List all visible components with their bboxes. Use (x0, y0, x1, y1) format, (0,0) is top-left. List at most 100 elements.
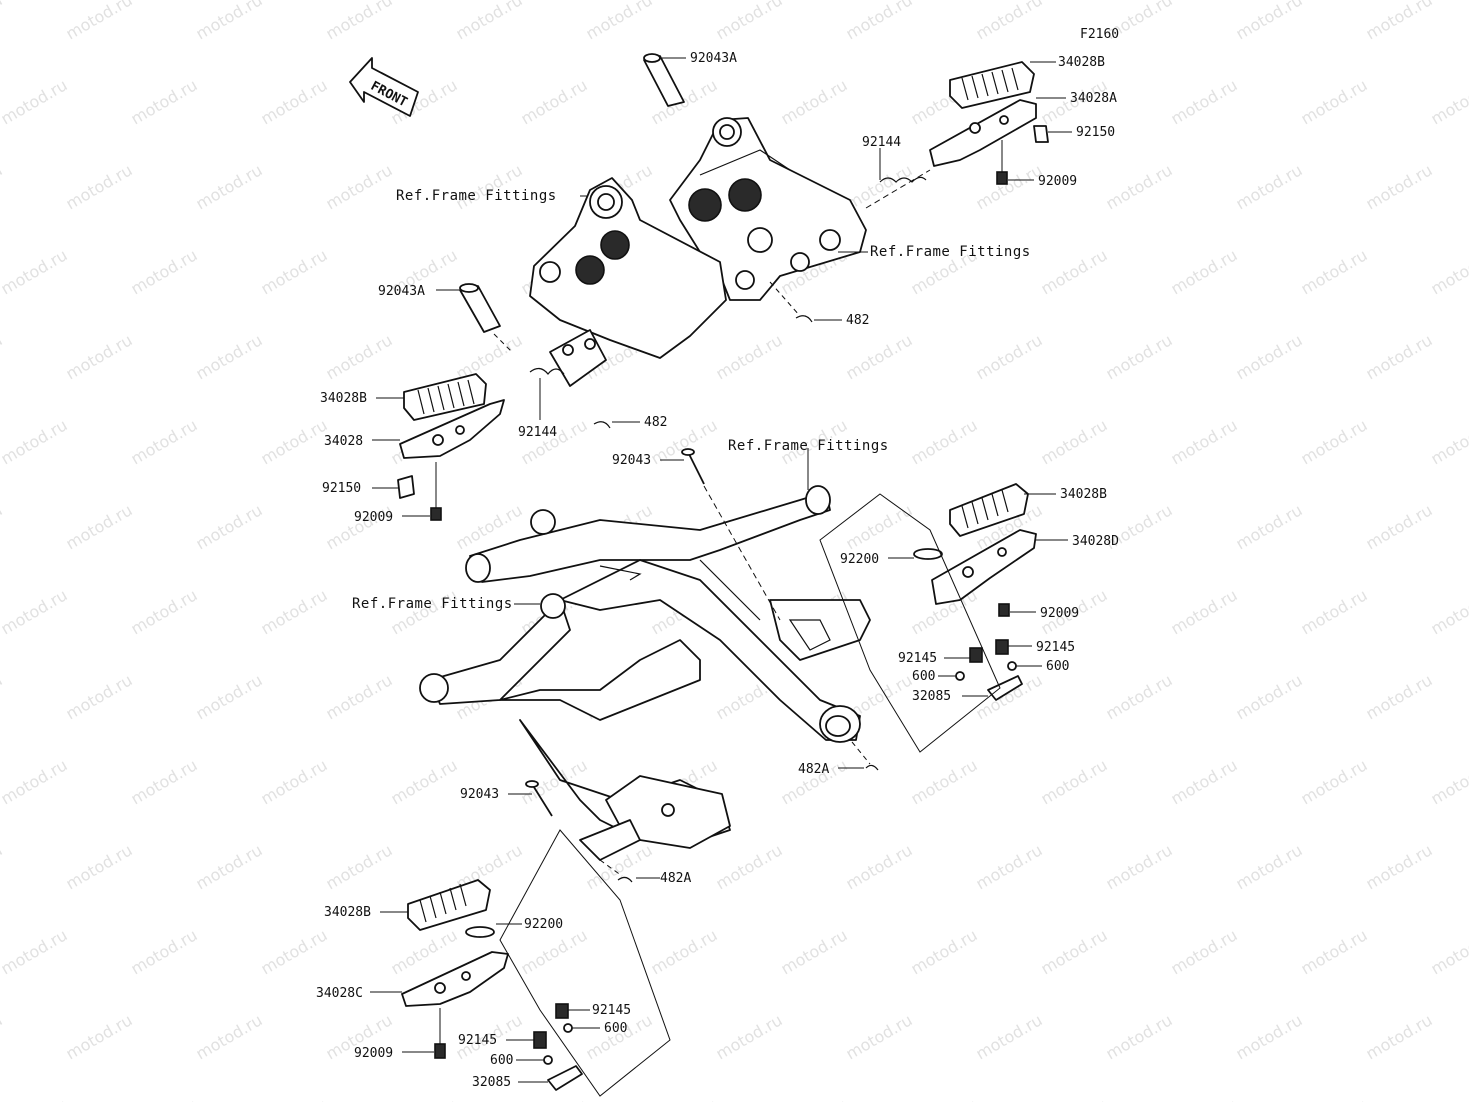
watermark-text: motod.ru (323, 330, 396, 383)
watermark-text: motod.ru (193, 0, 266, 43)
watermark-text: motod.ru (128, 585, 201, 638)
watermark-text: motod.ru (778, 75, 851, 128)
watermark-text: motod.ru (908, 1095, 981, 1102)
callout-32085-right: 32085 (912, 689, 951, 704)
watermark-text: motod.ru (388, 755, 461, 808)
washer-92200-bottom (465, 926, 495, 938)
right-footpeg-bracket (669, 117, 867, 301)
watermark-text: motod.ru (323, 0, 396, 43)
bolt-92043-bottom (525, 780, 553, 817)
footpeg-top-right (929, 99, 1037, 167)
watermark-text: motod.ru (1233, 1010, 1306, 1063)
watermark-text: motod.ru (0, 330, 6, 383)
watermark-text: motod.ru (1233, 840, 1306, 893)
watermark-text: motod.ru (1428, 585, 1469, 638)
circlip-482A-right (865, 764, 879, 771)
watermark-text: motod.ru (1363, 670, 1436, 723)
watermark-text: motod.ru (193, 1010, 266, 1063)
bolt-92009-left (430, 507, 442, 521)
plate-32085-bottom (547, 1065, 583, 1091)
watermark-text: motod.ru (1103, 160, 1176, 213)
watermark-text: motod.ru (0, 585, 71, 638)
callout-92009-right: 92009 (1040, 606, 1079, 621)
pin-92043A-top (643, 53, 685, 107)
watermark-text: motod.ru (0, 415, 71, 468)
watermark-text: motod.ru (128, 755, 201, 808)
watermark-text: motod.ru (388, 925, 461, 978)
footpeg-rubber-left (403, 373, 487, 421)
watermark-text: motod.ru (713, 0, 786, 43)
watermark-text: motod.ru (0, 1095, 71, 1102)
watermark-text: motod.ru (973, 0, 1046, 43)
watermark-text: motod.ru (0, 0, 6, 43)
watermark-text: motod.ru (973, 1010, 1046, 1063)
watermark-text: motod.ru (63, 670, 136, 723)
watermark-text: motod.ru (388, 1095, 461, 1102)
watermark-text: motod.ru (128, 925, 201, 978)
callout-92200-right: 92200 (840, 552, 879, 567)
watermark-text: motod.ru (258, 1095, 331, 1102)
watermark-text: motod.ru (843, 1010, 916, 1063)
watermark-text: motod.ru (1038, 1095, 1111, 1102)
lower-bracket (579, 775, 731, 861)
callout-34028D: 34028D (1072, 534, 1119, 549)
watermark-text: motod.ru (323, 670, 396, 723)
callout-34028B-bottom: 34028B (324, 905, 371, 920)
callout-482-top: 482 (846, 313, 869, 328)
callout-482A-bottom: 482A (660, 871, 691, 886)
watermark-text: motod.ru (1298, 75, 1371, 128)
bolt-92150-left (397, 475, 415, 499)
callout-92144-top: 92144 (862, 135, 901, 150)
watermark-text: motod.ru (0, 160, 6, 213)
callout-482-mid: 482 (644, 415, 667, 430)
watermark-text: motod.ru (128, 75, 201, 128)
callout-600-right-2: 600 (912, 669, 935, 684)
ball-600-bottom-b (543, 1055, 553, 1065)
watermark-text: motod.ru (778, 925, 851, 978)
watermark-text: motod.ru (0, 925, 71, 978)
callout-34028B-right: 34028B (1060, 487, 1107, 502)
watermark-text: motod.ru (843, 840, 916, 893)
spring-92144-left (529, 367, 565, 375)
watermark-text: motod.ru (1428, 1095, 1469, 1102)
watermark-text: motod.ru (583, 1010, 656, 1063)
watermark-text: motod.ru (0, 245, 71, 298)
callout-92150-left: 92150 (322, 481, 361, 496)
watermark-text: motod.ru (63, 1010, 136, 1063)
watermark-text: motod.ru (193, 840, 266, 893)
ball-600-right-b (955, 671, 965, 681)
left-footpeg-bracket (529, 177, 727, 387)
watermark-text: motod.ru (518, 1095, 591, 1102)
watermark-text: motod.ru (1363, 0, 1436, 43)
ball-600-right-a (1007, 661, 1017, 671)
footpeg-right (931, 529, 1037, 605)
watermark-text: motod.ru (713, 1010, 786, 1063)
callout-92200-bottom: 92200 (524, 917, 563, 932)
watermark-text: motod.ru (908, 755, 981, 808)
watermark-text: motod.ru (1298, 415, 1371, 468)
circlip-482-top (795, 315, 813, 323)
watermark-text: motod.ru (1233, 160, 1306, 213)
figure-code: F2160 (1080, 27, 1119, 42)
footpeg-rubber-bottom (407, 879, 491, 931)
watermark-text: motod.ru (1428, 415, 1469, 468)
watermark-text: motod.ru (0, 840, 6, 893)
bolt-92009-bottom (434, 1043, 446, 1059)
washer-92200-right (913, 548, 943, 560)
watermark-text: motod.ru (1233, 500, 1306, 553)
callout-92043-bottom: 92043 (460, 787, 499, 802)
bolt-92009-top (996, 171, 1008, 185)
watermark-text: motod.ru (258, 245, 331, 298)
watermark-text: motod.ru (973, 840, 1046, 893)
watermark-text: motod.ru (518, 75, 591, 128)
watermark-text: motod.ru (258, 755, 331, 808)
watermark-text: motod.ru (1168, 755, 1241, 808)
watermark-text: motod.ru (1428, 245, 1469, 298)
callout-92150-top: 92150 (1076, 125, 1115, 140)
watermark-text: motod.ru (778, 1095, 851, 1102)
circlip-482A-bottom (617, 876, 633, 883)
watermark-text: motod.ru (0, 670, 6, 723)
callout-92145-right-2: 92145 (898, 651, 937, 666)
circlip-482-mid (593, 421, 611, 429)
